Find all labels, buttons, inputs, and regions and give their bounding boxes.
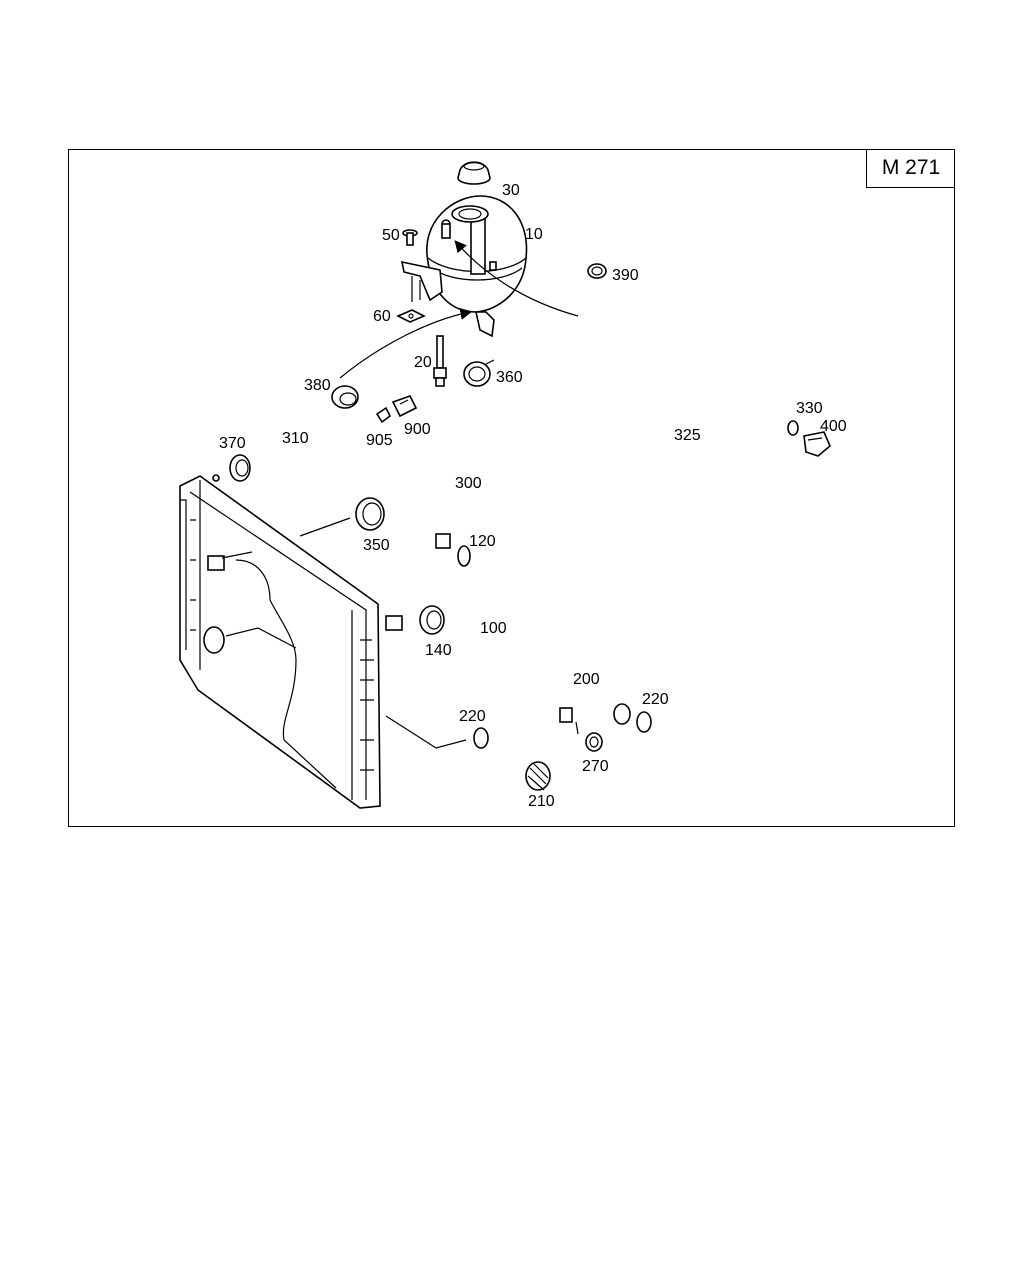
label-10: 10 <box>525 226 543 243</box>
bleed-hose-325[interactable] <box>594 287 781 435</box>
label-100: 100 <box>480 620 507 637</box>
leader-350 <box>299 517 351 537</box>
flow-arrow-right <box>454 240 579 317</box>
label-325: 325 <box>674 427 701 444</box>
hose-300[interactable] <box>390 400 474 506</box>
label-370: 370 <box>219 435 246 452</box>
o-ring-220-right[interactable] <box>636 711 652 733</box>
level-sensor-20[interactable] <box>433 335 447 387</box>
retaining-clip-400[interactable] <box>803 431 831 457</box>
connector-900[interactable] <box>391 395 418 418</box>
label-270: 270 <box>582 758 609 775</box>
label-20: 20 <box>414 354 432 371</box>
label-120: 120 <box>469 533 496 550</box>
label-50: 50 <box>382 227 400 244</box>
label-220-right: 220 <box>642 691 669 708</box>
hose-clamp-360[interactable] <box>463 359 495 387</box>
label-905: 905 <box>366 432 393 449</box>
label-220-left: 220 <box>459 708 486 725</box>
plug-905[interactable] <box>375 406 392 424</box>
screw-50[interactable] <box>402 229 418 246</box>
tank-cap[interactable] <box>457 161 491 185</box>
hose-100[interactable] <box>410 522 494 618</box>
sleeve-210[interactable] <box>525 761 551 791</box>
hose-end-fitting[interactable] <box>613 703 631 725</box>
o-ring-220-left[interactable] <box>473 727 489 749</box>
label-390: 390 <box>612 267 639 284</box>
hose-clamp-390[interactable] <box>587 263 607 279</box>
label-210: 210 <box>528 793 555 810</box>
hose-200[interactable] <box>497 682 625 735</box>
leader-220a <box>385 715 467 749</box>
leader-radiator-bottom <box>225 627 297 649</box>
hose-clamp-370[interactable] <box>229 454 251 482</box>
hose-clamp-350[interactable] <box>355 497 385 531</box>
label-310: 310 <box>282 430 309 447</box>
label-300: 300 <box>455 475 482 492</box>
flow-arrow-left <box>339 308 473 379</box>
hose-clamp-380[interactable] <box>331 385 359 409</box>
label-330: 330 <box>796 400 823 417</box>
label-30: 30 <box>502 182 520 199</box>
label-900: 900 <box>404 421 431 438</box>
hose-clamp-270[interactable] <box>585 732 603 752</box>
engine-code-badge: M 271 <box>866 149 955 188</box>
rubber-mount-60[interactable] <box>396 309 426 323</box>
label-360: 360 <box>496 369 523 386</box>
label-140: 140 <box>425 642 452 659</box>
label-200: 200 <box>573 671 600 688</box>
hose-clamp-140[interactable] <box>419 605 445 635</box>
label-60: 60 <box>373 308 391 325</box>
o-ring-120[interactable] <box>457 545 471 567</box>
label-380: 380 <box>304 377 331 394</box>
expansion-tank[interactable] <box>400 195 528 338</box>
hose-310[interactable] <box>254 418 348 472</box>
leader-radiator-top <box>221 551 253 559</box>
o-ring-330[interactable] <box>787 420 799 436</box>
radiator[interactable] <box>179 474 403 809</box>
label-350: 350 <box>363 537 390 554</box>
label-400: 400 <box>820 418 847 435</box>
